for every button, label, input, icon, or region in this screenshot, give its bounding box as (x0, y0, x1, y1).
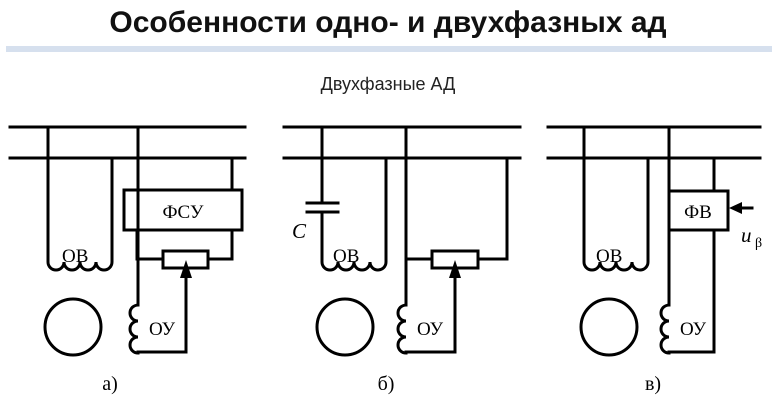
rotor-circle (315, 297, 375, 357)
phase-shifter-label: ФВ (684, 202, 712, 223)
field-winding-coil (46, 125, 114, 272)
input-symbol: u (741, 223, 752, 247)
diagram-subtitle: Двухфазные АД (320, 74, 456, 94)
input-arrow-icon (729, 202, 742, 214)
control-winding-label: ОУ (680, 319, 707, 340)
rotor-circle (43, 297, 103, 357)
input-subscript: β (755, 236, 762, 251)
caption-b: б) (378, 373, 395, 395)
title-divider (6, 46, 772, 52)
phase-shifter-box (667, 189, 730, 232)
field-winding-label: ОВ (596, 246, 622, 267)
fsu-output-left (135, 228, 165, 261)
scheme-a: ОВ ОУ ФСУ а) (8, 125, 247, 395)
control-winding-coil (396, 270, 457, 355)
caption-c: в) (645, 373, 661, 395)
phase-shifting-device-label: ФСУ (163, 202, 204, 223)
caption-a: а) (102, 373, 118, 395)
scheme-b: C ОВ ОУ б) (282, 125, 522, 395)
rotor-circle (579, 297, 639, 357)
control-winding-label: ОУ (417, 319, 444, 340)
field-winding-label: ОВ (333, 246, 359, 267)
control-winding-coil (128, 270, 188, 355)
field-winding-coil (320, 156, 388, 272)
wiper-arrow-icon (180, 260, 192, 278)
fsu-feed (135, 156, 234, 192)
control-winding-label: ОУ (149, 319, 176, 340)
phase-shifting-device-box (122, 188, 244, 232)
scheme-c: ОВ ОУ ФВ u β в) (546, 125, 762, 395)
control-winding-coil (659, 228, 716, 355)
pot-right-lead (476, 156, 509, 261)
fsu-output-right (206, 228, 234, 261)
field-winding-label: ОВ (62, 246, 88, 267)
slide-title: Особенности одно- и двухфазных ад (109, 6, 667, 39)
wiper-arrow-icon (449, 260, 461, 278)
capacitor-label: C (292, 219, 307, 243)
field-winding-coil (582, 125, 650, 272)
